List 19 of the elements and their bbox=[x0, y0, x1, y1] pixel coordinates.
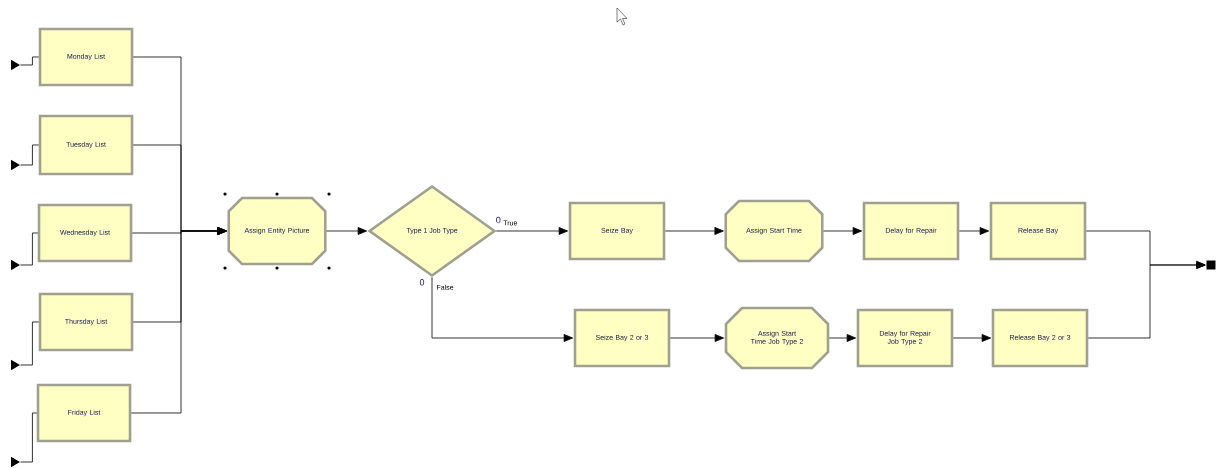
connector-arrow bbox=[130, 227, 227, 414]
create-triangle bbox=[11, 259, 20, 271]
connector-arrow bbox=[669, 334, 725, 342]
connector-arrow bbox=[326, 227, 368, 235]
connector-arrow bbox=[1087, 261, 1206, 339]
dispose-square bbox=[1206, 260, 1216, 270]
connector-arrow bbox=[664, 227, 724, 235]
count-label: 0 bbox=[419, 279, 425, 286]
connector-arrow bbox=[952, 334, 991, 342]
connector-arrow bbox=[823, 227, 863, 235]
count-label: 0 bbox=[496, 216, 501, 224]
create-triangle bbox=[11, 359, 20, 371]
connector-arrow bbox=[828, 334, 857, 342]
connector-arrow bbox=[431, 276, 574, 342]
connector-arrow bbox=[495, 227, 569, 235]
create-triangle bbox=[11, 159, 20, 171]
create-triangle bbox=[11, 456, 20, 468]
connector-arrow bbox=[958, 227, 990, 235]
create-triangle bbox=[11, 59, 20, 71]
